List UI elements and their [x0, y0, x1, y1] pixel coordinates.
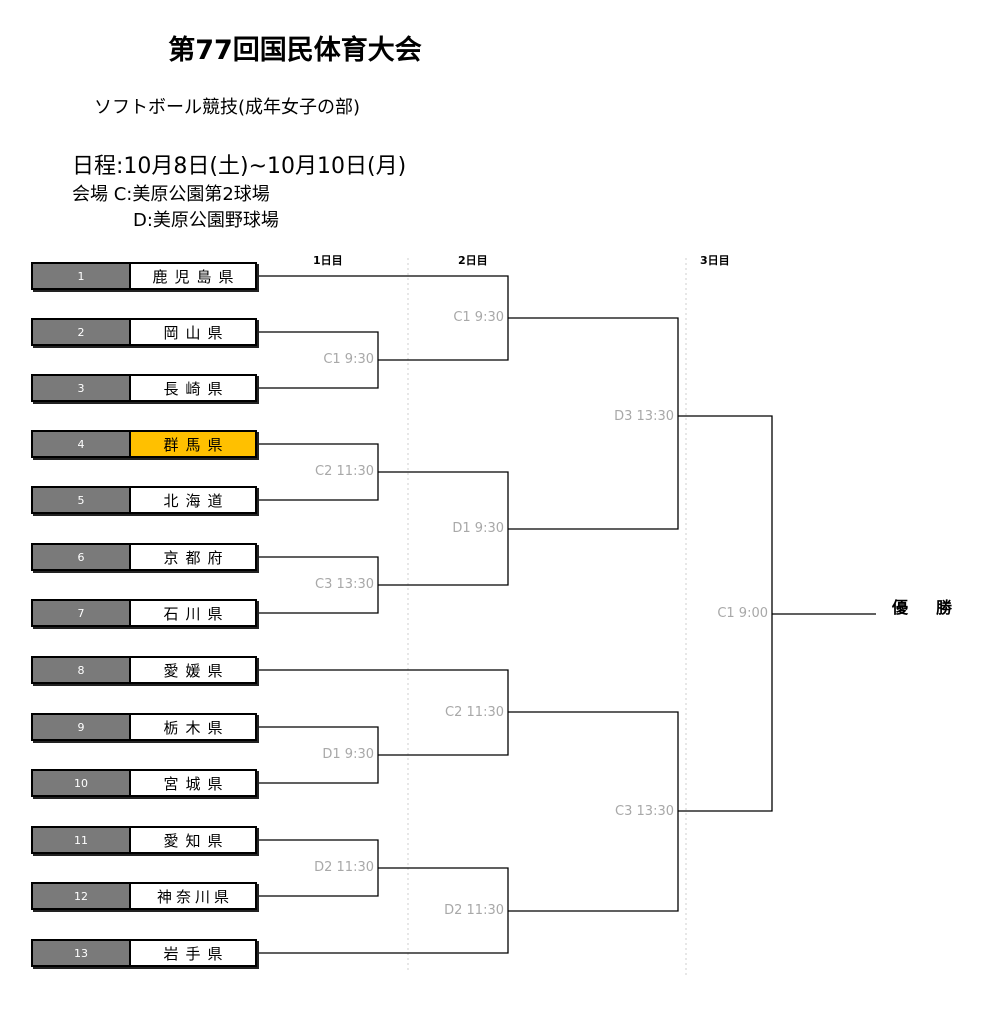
- day2-label: 2日目: [458, 254, 488, 267]
- team-row: 11 愛知県: [31, 826, 257, 854]
- team-seed: 3: [33, 376, 131, 400]
- schedule-text: 日程:10月8日(土)~10月10日(月): [72, 154, 407, 179]
- team-row: 1 鹿児島県: [31, 262, 257, 290]
- team-name: 石川県: [163, 604, 230, 623]
- venue-c-text: 会場 C:美原公園第2球場: [72, 184, 270, 205]
- team-seed: 2: [33, 320, 131, 344]
- team-row: 3 長崎県: [31, 374, 257, 402]
- champion-label: 優勝: [892, 598, 981, 617]
- team-seed: 13: [33, 941, 131, 965]
- match-label-r1: C2 11:30: [315, 464, 374, 479]
- team-row: 10 宮城県: [31, 769, 257, 797]
- team-name: 宮城県: [163, 774, 230, 793]
- match-label-final: C1 9:00: [717, 606, 768, 621]
- team-name: 北海道: [163, 491, 230, 510]
- team-seed: 1: [33, 264, 131, 288]
- team-name: 群馬県: [131, 432, 255, 456]
- team-row: 5 北海道: [31, 486, 257, 514]
- day1-label: 1日目: [313, 254, 343, 267]
- team-name: 岡山県: [163, 323, 230, 342]
- match-label-r2: C2 11:30: [445, 705, 504, 720]
- match-label-r1: D2 11:30: [314, 860, 374, 875]
- team-seed: 9: [33, 715, 131, 739]
- team-row: 6 京都府: [31, 543, 257, 571]
- venue-d-text: D:美原公園野球場: [133, 210, 279, 231]
- team-row: 8 愛媛県: [31, 656, 257, 684]
- match-label-r1: D1 9:30: [322, 747, 374, 762]
- team-row: 9 栃木県: [31, 713, 257, 741]
- team-seed: 5: [33, 488, 131, 512]
- team-name: 神奈川県: [156, 887, 233, 906]
- match-label-r2: C1 9:30: [453, 310, 504, 325]
- page-subtitle: ソフトボール競技(成年女子の部): [94, 97, 361, 118]
- match-label-r1: C1 9:30: [323, 352, 374, 367]
- team-row: 2 岡山県: [31, 318, 257, 346]
- team-row: 7 石川県: [31, 599, 257, 627]
- team-name: 岩手県: [163, 944, 230, 963]
- team-name: 愛知県: [163, 831, 230, 850]
- team-seed: 12: [33, 884, 131, 908]
- match-label-sf: D3 13:30: [614, 409, 674, 424]
- match-label-r2: D1 9:30: [452, 521, 504, 536]
- team-seed: 4: [33, 432, 131, 456]
- team-seed: 11: [33, 828, 131, 852]
- day3-label: 3日目: [700, 254, 730, 267]
- team-seed: 10: [33, 771, 131, 795]
- match-label-sf: C3 13:30: [615, 804, 674, 819]
- team-name: 鹿児島県: [152, 267, 241, 286]
- team-name: 愛媛県: [163, 661, 230, 680]
- bracket-sf-a: [508, 317, 679, 530]
- team-row: 12 神奈川県: [31, 882, 257, 910]
- team-name: 栃木県: [163, 718, 230, 737]
- team-seed: 8: [33, 658, 131, 682]
- team-row-highlighted: 4 群馬県: [31, 430, 257, 458]
- page-title: 第77回国民体育大会: [168, 35, 422, 66]
- team-seed: 7: [33, 601, 131, 625]
- team-seed: 6: [33, 545, 131, 569]
- match-label-r1: C3 13:30: [315, 577, 374, 592]
- team-row: 13 岩手県: [31, 939, 257, 967]
- match-label-r2: D2 11:30: [444, 903, 504, 918]
- team-name: 長崎県: [163, 379, 230, 398]
- team-name: 京都府: [163, 548, 230, 567]
